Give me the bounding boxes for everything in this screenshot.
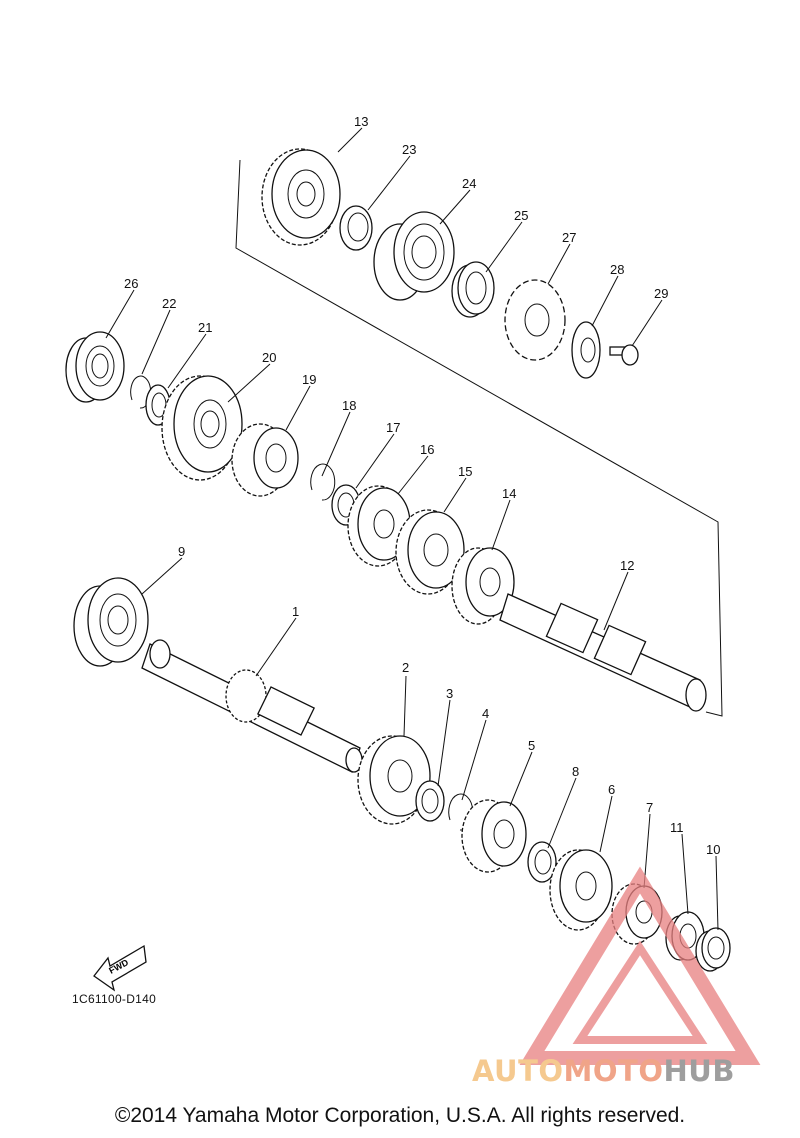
callout-3: 3 [446,686,453,701]
callout-28: 28 [610,262,624,277]
callout-5: 5 [528,738,535,753]
watermark-text-moto: MOTO [563,1054,664,1088]
part-20-gear [161,375,243,481]
callout-8: 8 [572,764,579,779]
part-12-drive-axle [499,593,707,712]
callout-15: 15 [458,464,472,479]
callout-6: 6 [608,782,615,797]
part-27-sprocket [504,279,566,361]
callout-22: 22 [162,296,176,311]
callout-25: 25 [514,208,528,223]
callout-19: 19 [302,372,316,387]
fwd-arrow-icon: FWD [93,944,147,992]
callout-9: 9 [178,544,185,559]
callout-18: 18 [342,398,356,413]
watermark-text-hub: HUB [663,1054,735,1088]
callout-17: 17 [386,420,400,435]
part-2-gear [357,735,431,825]
callout-27: 27 [562,230,576,245]
callout-7: 7 [646,800,653,815]
part-19-gear [231,423,299,497]
callout-2: 2 [402,660,409,675]
part-14-gear [451,547,515,625]
copyright-notice: ©2014 Yamaha Motor Corporation, U.S.A. A… [114,1104,686,1127]
callout-26: 26 [124,276,138,291]
callout-24: 24 [462,176,476,191]
callout-4: 4 [482,706,489,721]
part-18-circlip [310,463,336,501]
callout-1: 1 [292,604,299,619]
watermark-triangle-logo [519,866,761,1065]
part-15-gear [395,509,465,595]
part-6-gear [549,849,613,931]
callout-13: 13 [354,114,368,129]
part-28-lock-washer [571,321,601,379]
assembly-frame-line [235,159,723,717]
part-29-bolt [609,344,639,366]
part-26-bearing [65,331,125,403]
part-8-washer [527,841,557,883]
part-23-washer [339,205,373,251]
callout-10: 10 [706,842,720,857]
part-24-bearing [373,211,455,301]
part-9-bearing [73,577,149,667]
part-25-oil-seal [451,261,495,318]
callout-leaders [105,127,719,931]
callout-21: 21 [198,320,212,335]
watermark-logo-text: AUTOMOTOHUB [472,1054,735,1088]
callout-23: 23 [402,142,416,157]
callout-12: 12 [620,558,634,573]
part-10-oil-seal [695,927,731,972]
diagram-code: 1C61100-D140 [72,992,157,1006]
part-13-gear [261,148,341,246]
callout-29: 29 [654,286,668,301]
callout-14: 14 [502,486,516,501]
callout-11: 11 [670,820,684,835]
part-5-gear [461,799,527,873]
part-1-main-axle [141,639,363,773]
callout-16: 16 [420,442,434,457]
callout-20: 20 [262,350,276,365]
part-3-washer [415,780,445,822]
watermark-text-auto: AUTO [472,1054,564,1088]
